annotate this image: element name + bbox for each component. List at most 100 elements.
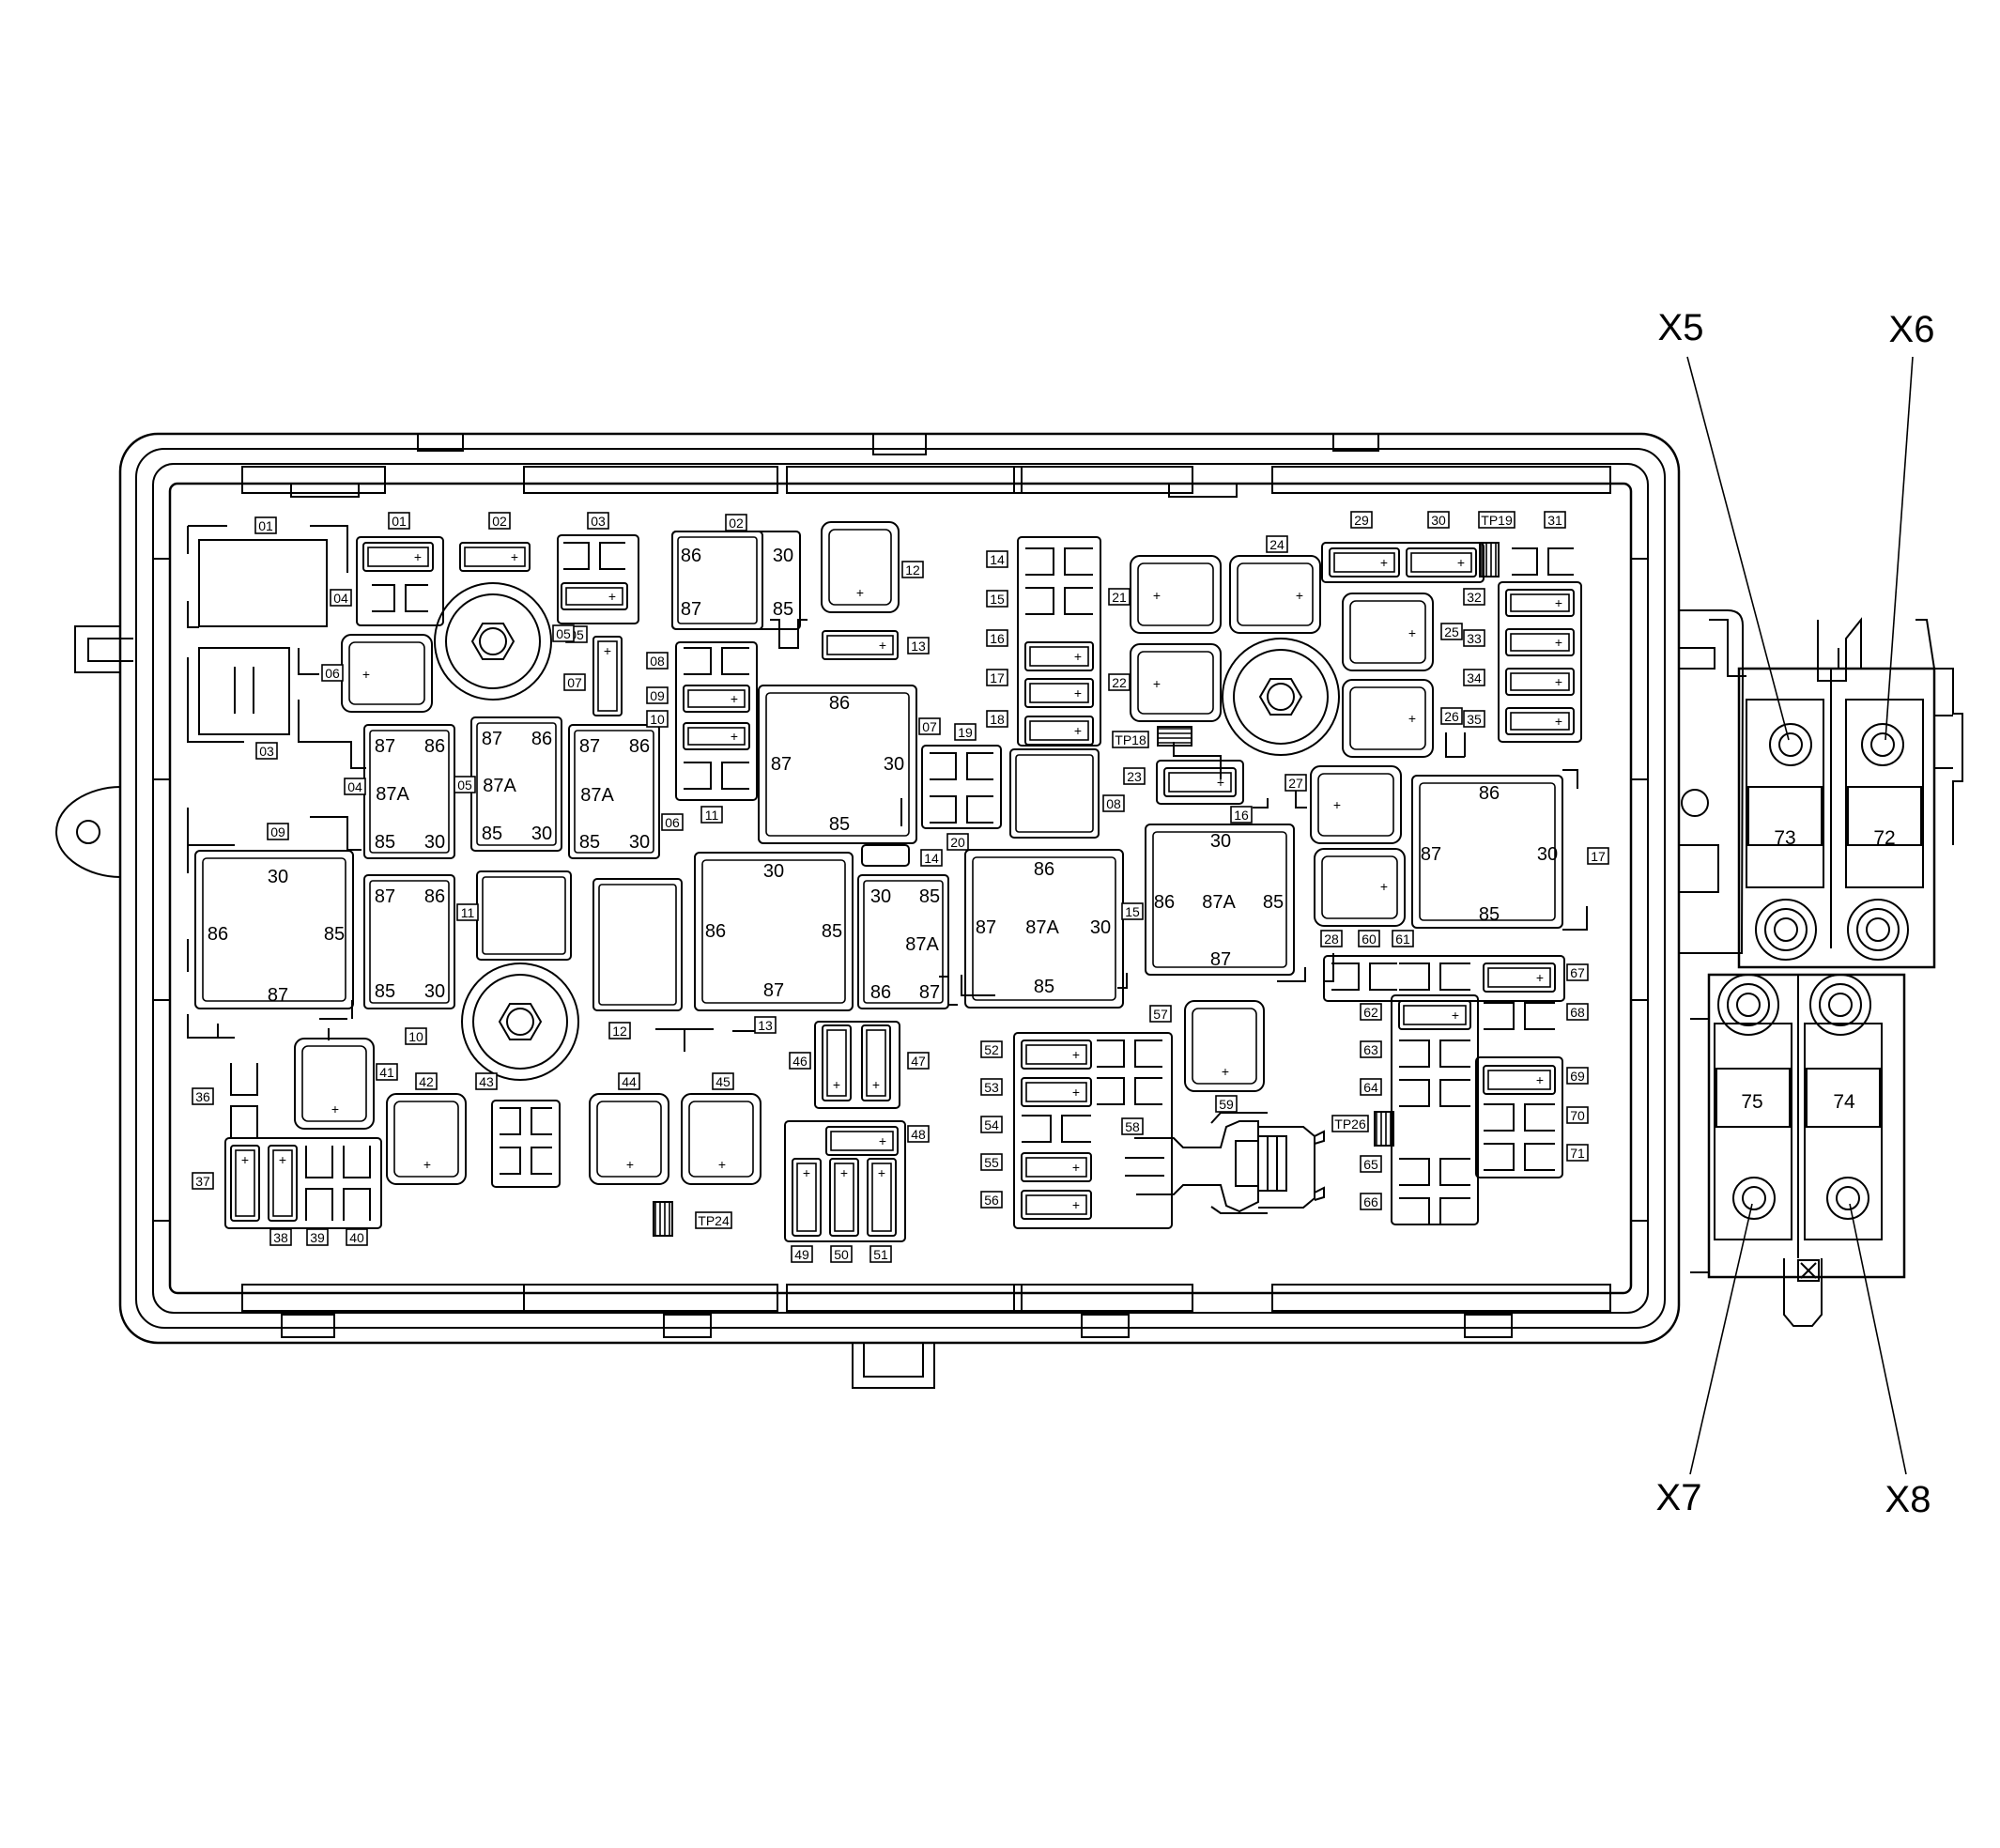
tag-fuse-27-text: 27 xyxy=(1288,776,1303,791)
fuse-02: + xyxy=(459,542,531,572)
tag-fuse-66-text: 66 xyxy=(1363,1194,1378,1209)
empty-fuse-cavities xyxy=(230,542,1574,1225)
tag-fuse-59-text: 59 xyxy=(1219,1097,1234,1112)
terminal-85: 85 xyxy=(375,832,395,853)
stud-72-label: 72 xyxy=(1873,827,1895,849)
tag-fuse-70-text: 70 xyxy=(1570,1108,1585,1123)
tag-tp26: TP26 xyxy=(1331,1115,1369,1132)
plus-marker: + xyxy=(1217,775,1224,790)
tag-fuse-44-text: 44 xyxy=(622,1074,637,1089)
cavity-71 xyxy=(1484,1143,1555,1171)
cartridge-57: + xyxy=(1184,1000,1265,1092)
fuse-09: + xyxy=(683,685,750,713)
terminal-86: 86 xyxy=(208,924,228,945)
tag-fuse-57-text: 57 xyxy=(1153,1007,1168,1022)
cavity-58a xyxy=(1097,1040,1162,1068)
tag-fuse-58-text: 58 xyxy=(1125,1119,1140,1134)
tag-fuse-26-text: 26 xyxy=(1444,709,1459,724)
tag-fuse-03: 03 xyxy=(587,512,609,530)
tag-fuse-01: 01 xyxy=(388,512,410,530)
tag-relay-07: 07 xyxy=(918,717,941,735)
tag-fuse-24: 24 xyxy=(1266,535,1288,553)
fuse-13: + xyxy=(822,630,899,660)
plus-marker: + xyxy=(1555,595,1562,610)
tag-relay-10: 10 xyxy=(405,1027,427,1045)
tag-fuse-20: 20 xyxy=(946,833,969,851)
tag-fuse-03-text: 03 xyxy=(591,514,606,529)
tag-fuse-64: 64 xyxy=(1360,1078,1382,1096)
terminal-86: 86 xyxy=(681,546,701,566)
terminal-87a: 87A xyxy=(1202,892,1236,913)
tag-fuse-36: 36 xyxy=(192,1087,214,1105)
terminal-85: 85 xyxy=(1034,977,1054,997)
tag-fuse-50: 50 xyxy=(830,1245,853,1263)
plus-marker: + xyxy=(1333,797,1341,812)
tag-left-03-text: 03 xyxy=(259,744,274,759)
tag-fuse-10-text: 10 xyxy=(650,712,665,727)
tag-fuse-09-text: 09 xyxy=(650,688,665,703)
cartridge-41: + xyxy=(294,1038,375,1130)
tag-fuse-30: 30 xyxy=(1427,511,1450,529)
fuse-62: + xyxy=(1398,1000,1471,1030)
plus-marker: + xyxy=(331,1101,339,1116)
tag-fuse-07-text: 07 xyxy=(567,675,582,690)
tag-fuse-32: 32 xyxy=(1463,588,1485,606)
plus-marker: + xyxy=(872,1077,880,1092)
cavity-40 xyxy=(343,1146,371,1221)
tag-fuse-35: 35 xyxy=(1463,710,1485,728)
connector-x7-label: X7 xyxy=(1656,1477,1702,1518)
plus-marker: + xyxy=(1072,1160,1080,1175)
terminal-87a: 87A xyxy=(580,785,614,806)
cavity-39 xyxy=(305,1146,333,1221)
tag-fuse-62: 62 xyxy=(1360,1003,1382,1021)
tag-fuse-67-text: 67 xyxy=(1570,965,1585,980)
tag-fuse-15-text: 15 xyxy=(990,592,1005,607)
terminal-30: 30 xyxy=(763,861,784,882)
tag-fuse-28-text: 28 xyxy=(1324,932,1339,947)
ground-stud-center xyxy=(1222,638,1340,756)
terminal-85: 85 xyxy=(1263,892,1284,913)
cartridge-45: + xyxy=(681,1093,762,1185)
tag-fuse-18-text: 18 xyxy=(990,712,1005,727)
plus-marker: + xyxy=(1555,714,1562,729)
terminal-86: 86 xyxy=(1154,892,1175,913)
tag-fuse-43-text: 43 xyxy=(479,1074,494,1089)
tag-fuse-60: 60 xyxy=(1358,930,1380,947)
tag-fuse-34-text: 34 xyxy=(1467,670,1482,685)
tag-fuse-39: 39 xyxy=(306,1228,329,1246)
fuse-52: + xyxy=(1021,1040,1092,1070)
tag-fuse-01-text: 01 xyxy=(392,514,407,529)
cavity-11 xyxy=(684,762,749,790)
tag-relay-08: 08 xyxy=(1102,794,1125,812)
tag-fuse-02: 02 xyxy=(488,512,511,530)
cavity-64 xyxy=(1399,1079,1470,1107)
plus-marker: + xyxy=(1222,1064,1229,1079)
tag-fuse-49: 49 xyxy=(791,1245,813,1263)
terminal-87: 87 xyxy=(268,985,288,1006)
cavity-43b xyxy=(500,1147,552,1175)
tag-fuse-09: 09 xyxy=(646,686,669,704)
tag-fuse-10: 10 xyxy=(646,710,669,728)
cavity-58b xyxy=(1097,1077,1162,1105)
tag-fuse-60-text: 60 xyxy=(1362,932,1377,947)
fuse-55: + xyxy=(1021,1152,1092,1182)
fuse-33: + xyxy=(1505,628,1575,656)
plus-marker: + xyxy=(241,1152,249,1167)
stud-75-label: 75 xyxy=(1741,1091,1762,1113)
tag-fuse-64-text: 64 xyxy=(1363,1080,1378,1095)
tag-left-04-text: 04 xyxy=(333,591,348,606)
terminal-87: 87 xyxy=(771,754,792,775)
tag-fuse-61-text: 61 xyxy=(1395,932,1410,947)
tag-relay-04-text: 04 xyxy=(347,779,362,794)
terminal-30: 30 xyxy=(1090,917,1111,938)
plus-marker: + xyxy=(1452,1008,1459,1023)
tag-left-04: 04 xyxy=(330,589,352,607)
tag-relay-17-text: 17 xyxy=(1591,849,1606,864)
terminal-87: 87 xyxy=(1210,949,1231,970)
tag-fuse-05: 05 xyxy=(552,624,575,642)
tag-relay-13: 13 xyxy=(754,1016,777,1034)
cavity-19 xyxy=(930,752,993,780)
tag-fuse-54: 54 xyxy=(980,1116,1003,1133)
tag-fuse-11-text: 11 xyxy=(705,808,719,823)
